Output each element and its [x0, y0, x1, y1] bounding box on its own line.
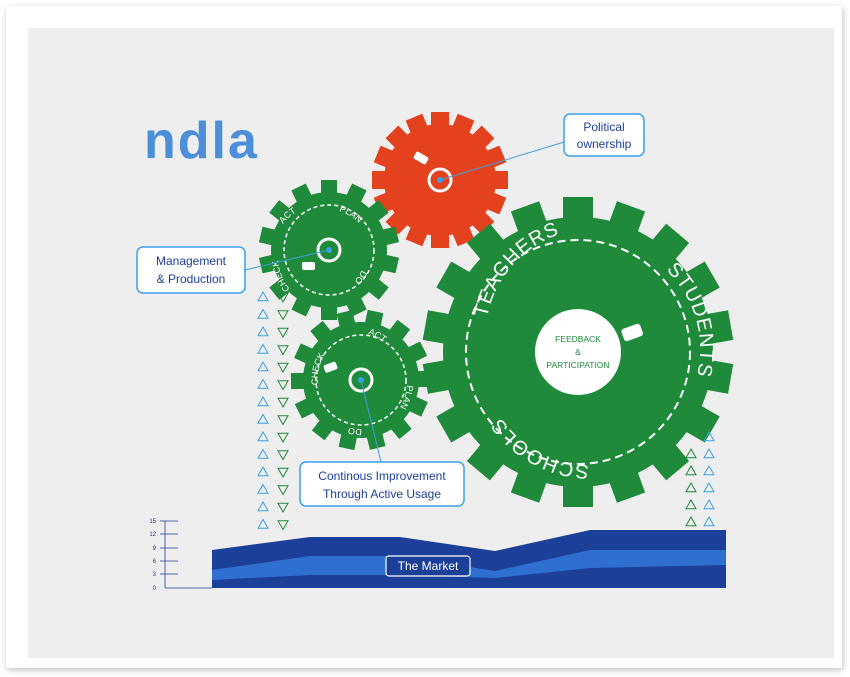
svg-text:PARTICIPATION: PARTICIPATION — [546, 360, 609, 370]
triangle-up-icon — [703, 430, 715, 442]
triangle-up-icon — [257, 325, 269, 337]
svg-text:&: & — [575, 347, 581, 357]
market-tick-labels: 15 12 9 6 3 0 — [149, 519, 156, 592]
triangle-down-icon — [277, 502, 289, 514]
triangle-up-icon — [257, 413, 269, 424]
triangle-up-icon — [685, 515, 697, 527]
stakeholder-gear — [422, 197, 734, 507]
triangle-down-icon — [277, 362, 289, 374]
ndla-logo: ndla — [144, 112, 259, 170]
triangle-column-left — [257, 290, 289, 531]
continuous-callout: Continous Improvement Through Active Usa… — [299, 461, 465, 507]
management-leader-line — [244, 249, 330, 271]
triangle-down-icon — [277, 397, 289, 409]
svg-text:Political: Political — [583, 120, 624, 134]
pdca-bottom-do: DO — [347, 426, 362, 438]
svg-text:Continous Improvement: Continous Improvement — [318, 469, 446, 483]
triangle-down-icon — [277, 292, 289, 304]
triangle-up-icon — [257, 343, 269, 354]
triangle-up-icon — [685, 447, 697, 459]
svg-text:6: 6 — [153, 559, 157, 565]
political-callout: Political ownership — [563, 113, 645, 157]
svg-text:Through Active Usage: Through Active Usage — [323, 487, 441, 501]
triangle-up-icon — [257, 290, 269, 302]
market-label: The Market — [398, 559, 459, 573]
svg-text:0: 0 — [153, 586, 157, 592]
market-chart: The Market — [212, 530, 726, 588]
triangle-up-icon — [685, 481, 697, 493]
triangle-up-icon — [703, 515, 715, 527]
svg-text:Management: Management — [156, 254, 227, 268]
triangle-up-icon — [257, 465, 269, 477]
triangle-down-icon — [277, 485, 289, 496]
triangle-up-icon — [703, 481, 715, 493]
triangle-down-icon — [277, 450, 289, 461]
triangle-up-icon — [685, 464, 697, 476]
svg-text:FEEDBACK: FEEDBACK — [555, 334, 601, 344]
triangle-up-icon — [257, 483, 269, 494]
triangle-down-icon — [277, 310, 289, 321]
svg-text:3: 3 — [153, 572, 157, 578]
svg-text:9: 9 — [153, 546, 157, 552]
continuous-leader-line — [360, 379, 382, 463]
svg-text:& Production: & Production — [157, 272, 226, 286]
triangle-down-icon — [277, 467, 289, 479]
political-leader-line — [439, 141, 565, 181]
svg-text:ownership: ownership — [577, 137, 632, 151]
triangle-up-icon — [257, 430, 269, 442]
svg-text:15: 15 — [149, 519, 156, 525]
triangle-up-icon — [685, 498, 697, 510]
triangle-down-icon — [277, 415, 289, 426]
triangle-up-icon — [257, 308, 269, 319]
triangle-down-icon — [277, 380, 289, 391]
feedback-label: FEEDBACK & PARTICIPATION — [546, 334, 609, 370]
triangle-up-icon — [703, 447, 715, 459]
triangle-up-icon — [257, 360, 269, 372]
triangle-down-icon — [277, 520, 289, 531]
triangle-down-icon — [277, 327, 289, 339]
triangle-up-icon — [257, 395, 269, 407]
management-callout: Management & Production — [136, 246, 246, 294]
triangle-up-icon — [257, 378, 269, 389]
triangle-up-icon — [703, 464, 715, 476]
triangle-up-icon — [257, 518, 269, 529]
triangle-up-icon — [257, 448, 269, 459]
triangle-up-icon — [703, 498, 715, 510]
market-label-box — [385, 555, 471, 577]
triangle-down-icon — [277, 432, 289, 444]
triangle-down-icon — [277, 345, 289, 356]
svg-text:12: 12 — [149, 532, 156, 538]
triangle-up-icon — [257, 500, 269, 512]
triangle-column-right — [685, 430, 715, 527]
market-axis — [160, 520, 212, 589]
